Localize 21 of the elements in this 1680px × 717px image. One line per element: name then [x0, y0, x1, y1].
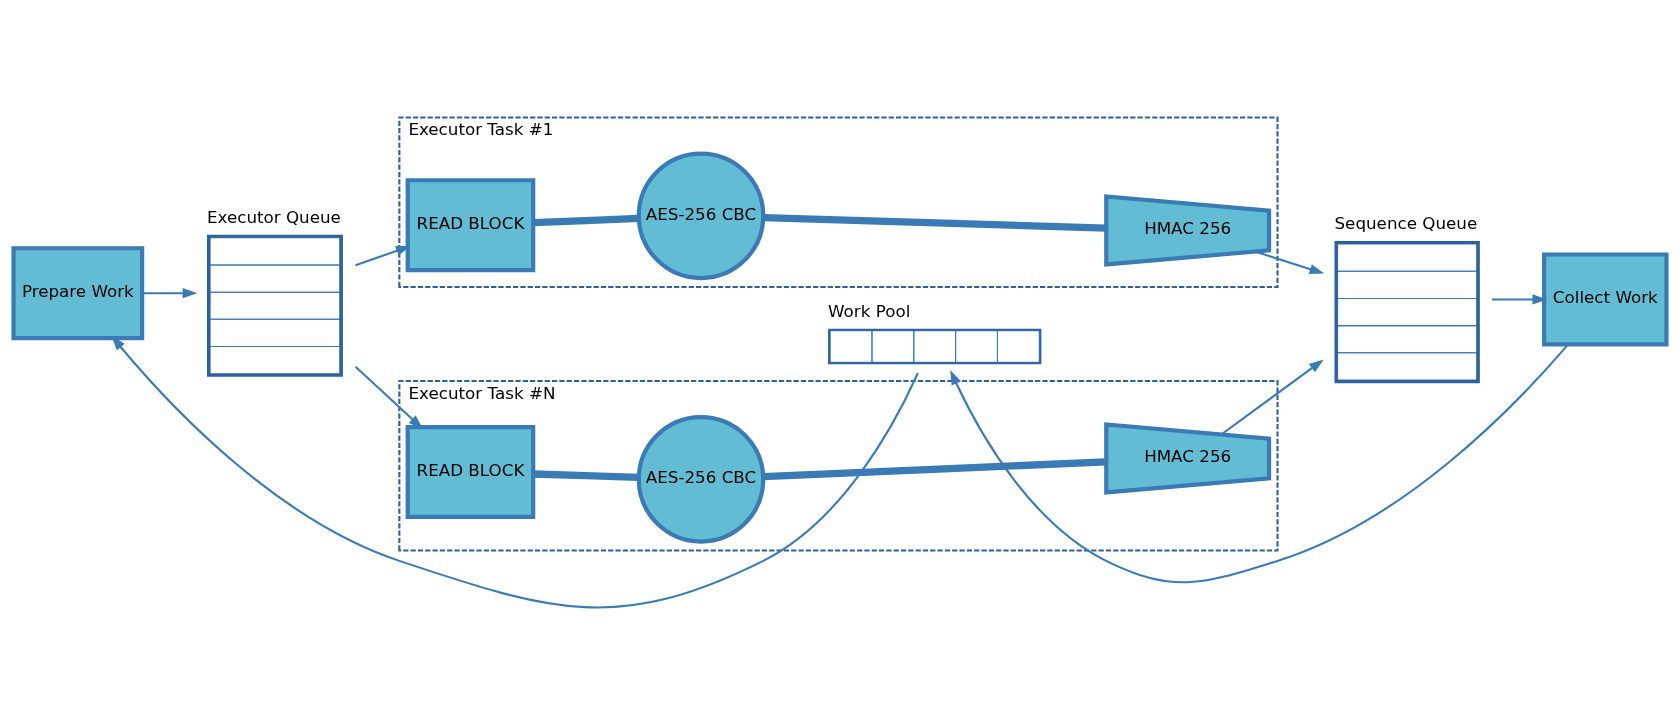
node-box: READ BLOCK: [405, 424, 536, 520]
connector: [533, 470, 639, 481]
arrow: [1254, 250, 1325, 275]
connector: [533, 214, 639, 227]
node-box: READ BLOCK: [405, 178, 536, 273]
arrow: [1221, 359, 1324, 436]
node-box: HMAC 256: [1104, 422, 1272, 495]
node-circle: AES-256 CBC: [636, 151, 766, 281]
connector: [763, 458, 1107, 481]
node-box: Collect Work: [1542, 252, 1669, 347]
arrow: [142, 288, 198, 299]
arrow: [1491, 294, 1548, 305]
arrow: [355, 245, 411, 267]
node-circle: AES-256 CBC: [636, 415, 766, 544]
arrow: [950, 343, 1569, 584]
node-label: Work Pool: [828, 301, 911, 322]
node-label: Sequence Queue: [1334, 213, 1478, 234]
node-box: Prepare Work: [11, 246, 145, 341]
node-box: HMAC 256: [1104, 194, 1272, 267]
connector: [763, 214, 1107, 232]
node-label: Executor Queue: [206, 206, 341, 227]
